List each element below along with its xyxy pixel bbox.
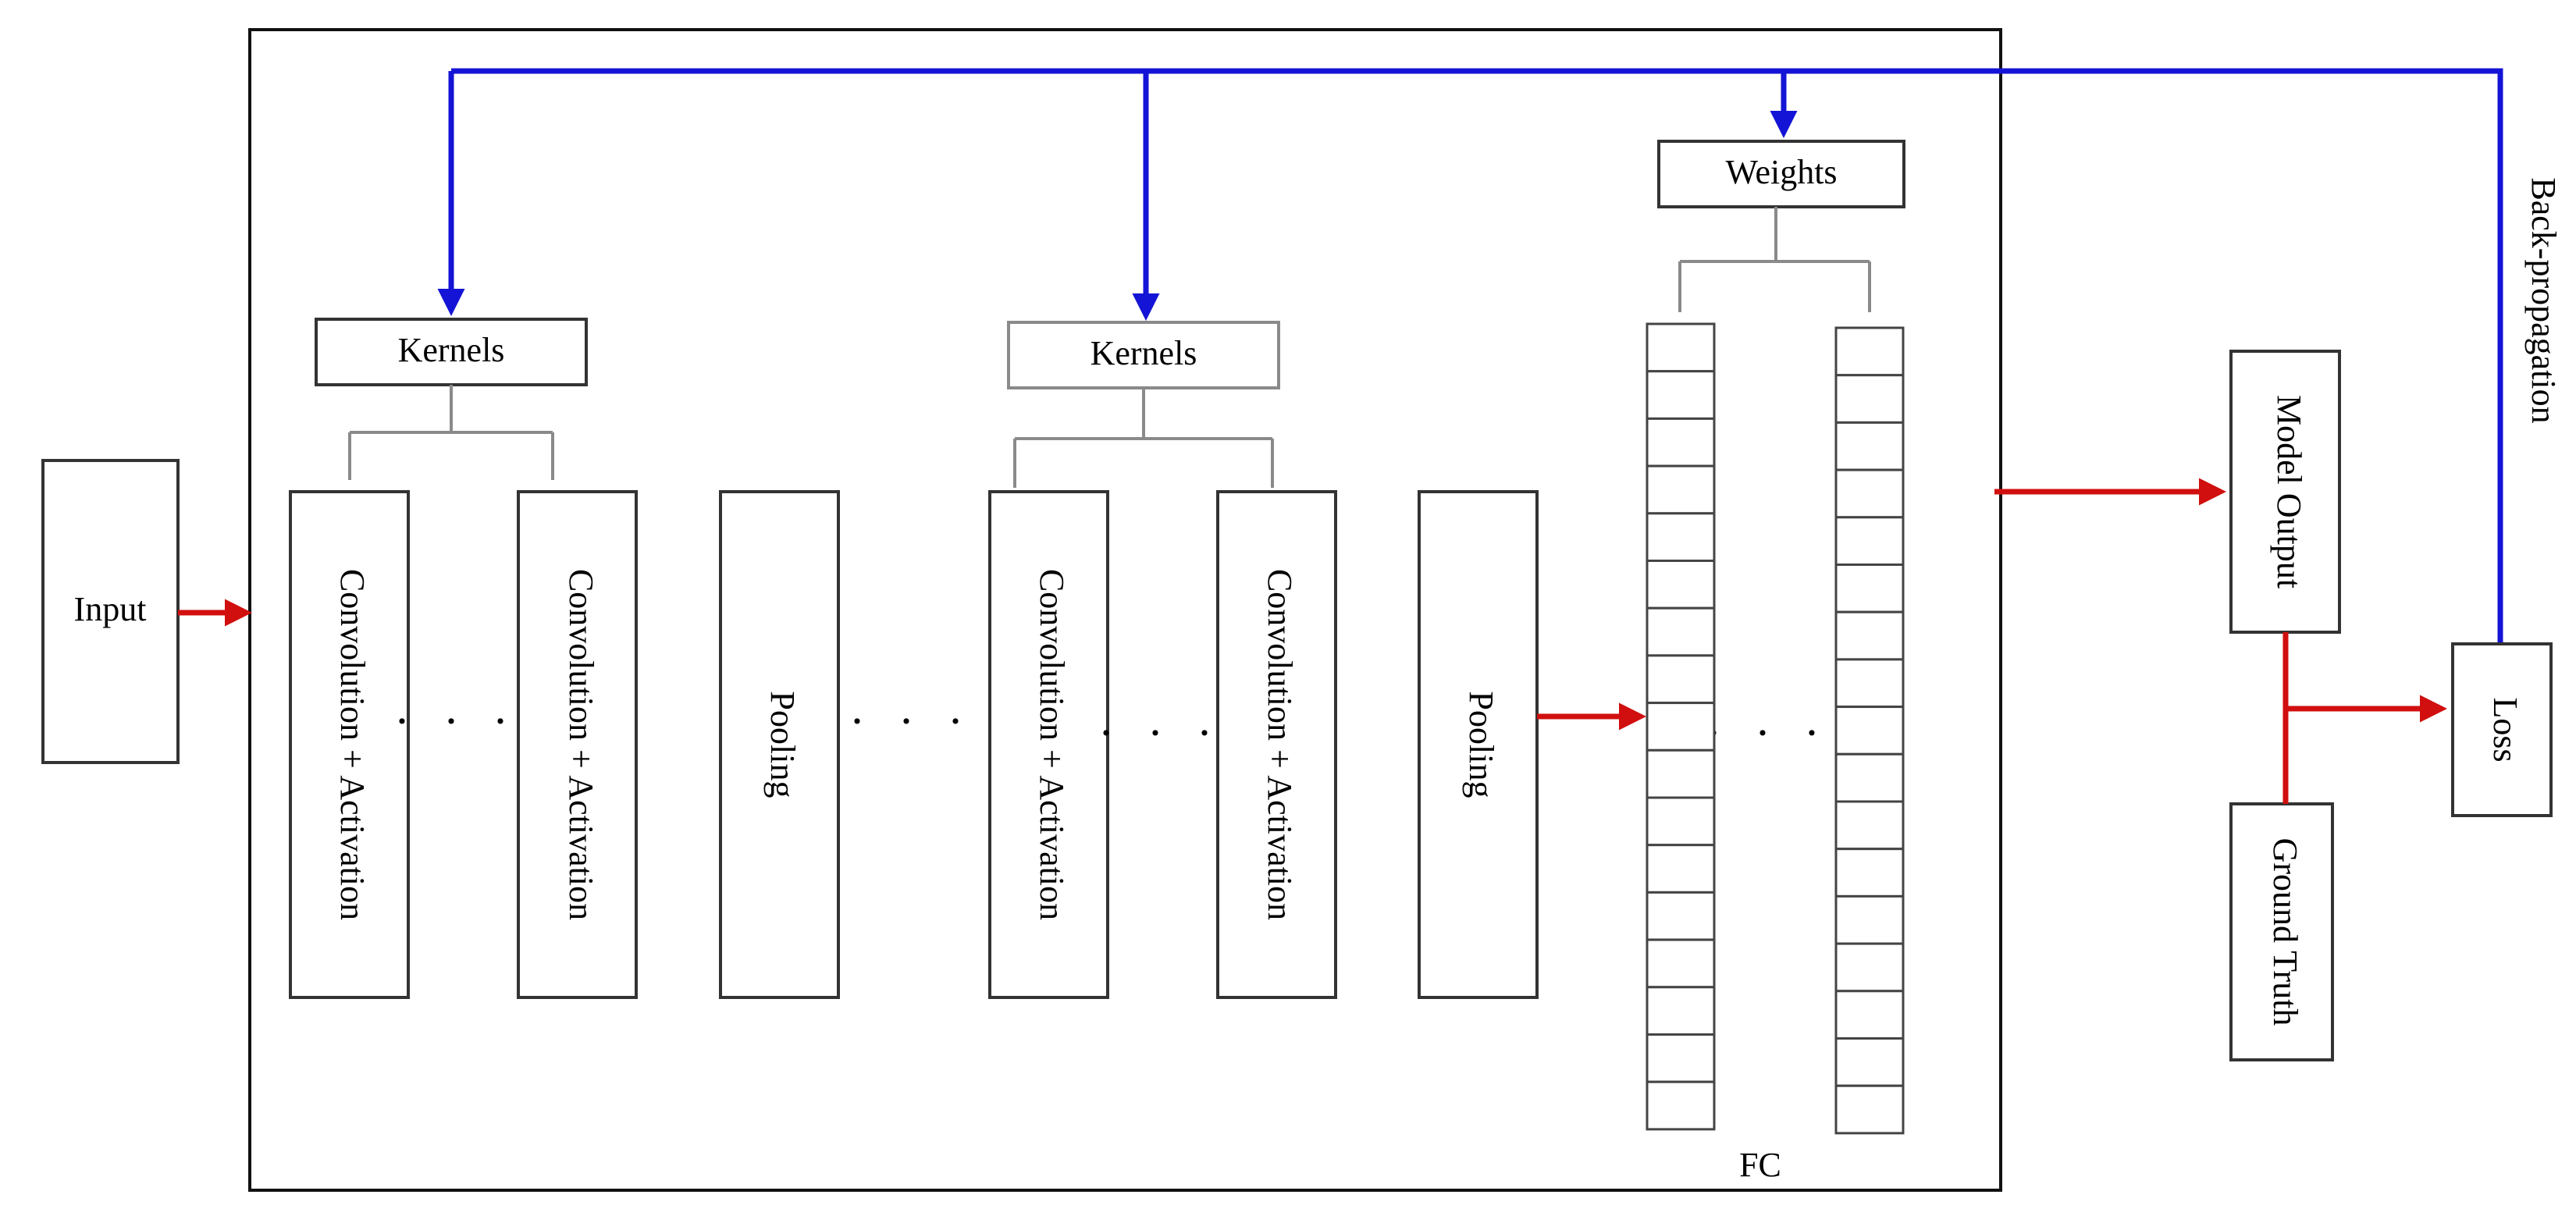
conv-label-1: Convolution + Activation — [333, 569, 372, 920]
conv-label-4: Convolution + Activation — [1261, 569, 1299, 920]
fc-neuron-cell — [1834, 752, 1905, 803]
kernels-group-2: Kernels — [1007, 321, 1280, 488]
loss-label: Loss — [2486, 697, 2524, 762]
ellipsis-3: · · · — [1098, 707, 1223, 759]
kernels-label-1: Kernels — [398, 331, 505, 369]
weights-label: Weights — [1725, 153, 1837, 191]
fc-neuron-cell — [1646, 1080, 1716, 1131]
weights-box — [1657, 140, 1905, 208]
backprop-top-line — [451, 68, 2503, 644]
pooling-block-1: Pooling — [719, 490, 840, 999]
fc-neuron-cell — [1646, 938, 1716, 989]
fc-neuron-cell — [1834, 894, 1905, 945]
fc-neuron-cell — [1834, 468, 1905, 519]
input-label: Input — [74, 590, 147, 628]
fc-neuron-cell — [1646, 748, 1716, 799]
ellipsis-4: · · · — [1706, 707, 1831, 759]
fc-neuron-cell — [1834, 374, 1905, 424]
fc-neuron-cell — [1646, 512, 1716, 562]
fc-neuron-cell — [1646, 654, 1716, 705]
conv-block-3: Convolution + Activation — [988, 490, 1109, 999]
backprop-label: Back-propagation — [2524, 177, 2563, 423]
conv-block-4: Convolution + Activation — [1216, 490, 1337, 999]
ellipsis-2: · · · — [849, 695, 974, 747]
kernels-group-1: Kernels — [315, 318, 588, 480]
fc-neuron-cell — [1646, 702, 1716, 752]
fc-neuron-cell — [1646, 796, 1716, 847]
weights-group: Weights — [1657, 140, 1905, 312]
fc-neuron-cell — [1834, 706, 1905, 755]
kernels-label-2: Kernels — [1091, 334, 1197, 372]
pooling-label-1: Pooling — [763, 691, 802, 798]
kernels-bracket-2 — [1013, 388, 1274, 488]
fc-neuron-cell — [1646, 322, 1716, 373]
fc-neuron-cell — [1834, 942, 1905, 993]
fc-neuron-cell — [1834, 990, 1905, 1040]
fc-neuron-cell — [1834, 800, 1905, 851]
fc-neuron-cell — [1834, 1084, 1905, 1135]
fc-neuron-cell — [1646, 560, 1716, 610]
conv-block-1: Convolution + Activation — [289, 490, 410, 999]
kernels-box-2 — [1007, 321, 1280, 389]
pooling-block-2: Pooling — [1418, 490, 1539, 999]
fc-neuron-cell — [1646, 891, 1716, 941]
fc-neuron-cell — [1834, 848, 1905, 898]
fc-neuron-cell — [1834, 421, 1905, 471]
model-output-node: Model Output — [2229, 350, 2341, 634]
fc-neuron-cell — [1646, 417, 1716, 468]
input-node: Input — [41, 459, 180, 764]
fc-neuron-cell — [1646, 370, 1716, 420]
ellipsis-1: · · · — [394, 695, 519, 747]
fc-neuron-cell — [1834, 658, 1905, 709]
fc-neuron-cell — [1834, 610, 1905, 661]
ground-truth-node: Ground Truth — [2229, 802, 2334, 1061]
kernels-bracket-1 — [348, 385, 554, 480]
fc-column-1 — [1646, 322, 1716, 1131]
fc-label: FC — [1739, 1146, 1781, 1184]
weights-bracket — [1678, 207, 1871, 312]
conv-block-2: Convolution + Activation — [517, 490, 638, 999]
backprop-lines — [437, 68, 2503, 644]
pooling-label-2: Pooling — [1462, 691, 1500, 798]
conv-label-3: Convolution + Activation — [1033, 569, 1071, 920]
fc-neuron-cell — [1646, 464, 1716, 515]
fc-neuron-cell — [1834, 1037, 1905, 1087]
conv-label-2: Convolution + Activation — [562, 569, 600, 920]
ground-truth-label: Ground Truth — [2266, 838, 2304, 1026]
fc-neuron-cell — [1646, 844, 1716, 894]
fc-neuron-cell — [1646, 1033, 1716, 1083]
fc-neuron-cell — [1834, 516, 1905, 566]
loss-node: Loss — [2451, 642, 2553, 817]
kernels-box-1 — [315, 318, 588, 386]
model-output-label: Model Output — [2270, 395, 2308, 588]
fc-neuron-cell — [1646, 986, 1716, 1036]
fc-neuron-cell — [1834, 326, 1905, 377]
fc-neuron-cell — [1834, 564, 1905, 613]
fc-neuron-cell — [1646, 606, 1716, 657]
fc-column-2 — [1834, 326, 1905, 1135]
